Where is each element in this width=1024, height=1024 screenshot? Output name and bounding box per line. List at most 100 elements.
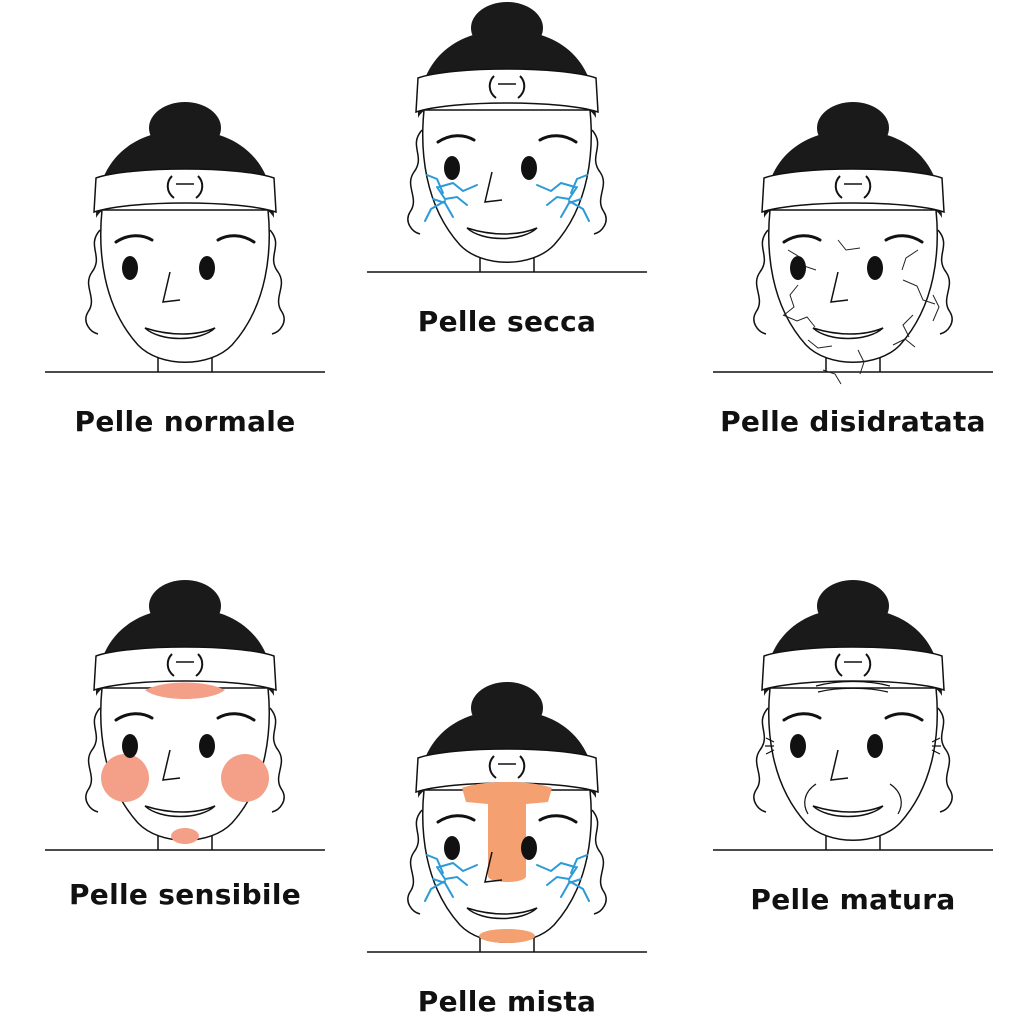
- panel-dehydrated: Pelle disidratata: [688, 100, 1018, 440]
- left-cheek-cracks-line: [438, 861, 478, 873]
- laurel-logo: [488, 755, 526, 779]
- left-eyebrow: [436, 814, 476, 824]
- headband: [93, 646, 277, 692]
- fine-crack-line: [822, 369, 842, 385]
- face-mature: [713, 580, 993, 851]
- hair-bun: [149, 580, 221, 632]
- right-eyebrow: [538, 134, 578, 144]
- fine-crack-line: [807, 339, 833, 349]
- left-curl: [753, 229, 769, 335]
- laurel-wreath-icon: [834, 175, 872, 199]
- right-smile-line: [889, 783, 902, 815]
- right-cheek-cracks-line: [568, 200, 590, 222]
- fine-crack-line: [857, 349, 865, 375]
- face-dry-illustration: [367, 2, 647, 273]
- face-combination: [367, 682, 647, 953]
- chin-redness: [479, 929, 535, 943]
- face-dry: [367, 2, 647, 273]
- right-cheek-cracks-line: [560, 198, 582, 218]
- face-dehydrated: [713, 102, 993, 385]
- left-cheek-cracks: [424, 854, 478, 902]
- t-zone: [462, 782, 552, 882]
- right-curl: [269, 229, 285, 335]
- headband: [415, 748, 599, 794]
- fine-crack-line: [901, 249, 919, 271]
- label-normal: Pelle normale: [74, 405, 296, 438]
- left-eyebrow: [114, 234, 154, 244]
- left-cheek-cracks: [424, 174, 478, 222]
- laurel-wreath-icon: [166, 175, 204, 199]
- right-cheek-cracks-line: [546, 866, 578, 886]
- right-curl: [937, 707, 953, 813]
- right-curl: [591, 809, 607, 915]
- right-eyebrow: [884, 712, 924, 722]
- nose: [162, 749, 181, 781]
- right-cheek-cracks-line: [536, 181, 576, 193]
- left-cheek-cracks-line: [424, 200, 446, 222]
- fine-crack-line: [932, 294, 940, 322]
- label-dehydrated: Pelle disidratata: [720, 405, 986, 438]
- left-cheek-cracks-line: [432, 198, 454, 218]
- nose: [162, 271, 181, 303]
- right-eyebrow: [884, 234, 924, 244]
- fine-crack-line: [902, 314, 914, 338]
- face-dehydrated-illustration: [713, 102, 993, 385]
- forehead-wrinkle: [815, 680, 891, 687]
- fine-crack-line: [902, 279, 936, 305]
- left-eyebrow: [782, 712, 822, 722]
- right-eye: [867, 734, 883, 758]
- right-cheek-cracks-line: [546, 186, 578, 206]
- panel-mature: Pelle matura: [688, 578, 1018, 918]
- laurel-logo: [166, 175, 204, 199]
- left-curl: [407, 809, 423, 915]
- right-eye: [521, 836, 537, 860]
- hair-bun: [817, 580, 889, 632]
- face-normal: [45, 102, 325, 373]
- laurel-logo: [834, 653, 872, 677]
- left-cheek-cracks-line: [424, 880, 446, 902]
- right-eyebrow: [538, 814, 578, 824]
- mouth: [466, 907, 538, 920]
- headband: [93, 168, 277, 214]
- right-eyebrow: [216, 712, 256, 722]
- laurel-logo: [834, 175, 872, 199]
- mouth: [144, 327, 216, 340]
- fine-crack-line: [782, 314, 816, 328]
- right-curl: [937, 229, 953, 335]
- mouth: [144, 805, 216, 818]
- face-outline: [100, 209, 270, 363]
- mouth: [466, 227, 538, 240]
- right-cheek-cracks-line: [536, 861, 576, 873]
- face-sensitive: [45, 580, 325, 851]
- mouth: [812, 327, 884, 340]
- headband: [761, 646, 945, 692]
- left-eye: [790, 256, 806, 280]
- left-cheek-cracks-line: [438, 181, 478, 193]
- right-eye: [199, 256, 215, 280]
- right-eye: [867, 256, 883, 280]
- wrinkles: [765, 680, 941, 815]
- left-eye: [122, 734, 138, 758]
- left-eyebrow: [436, 134, 476, 144]
- fine-crack-line: [837, 239, 861, 251]
- right-eye: [199, 734, 215, 758]
- fine-crack-line: [892, 338, 916, 348]
- laurel-wreath-icon: [834, 653, 872, 677]
- hair-bun: [471, 682, 543, 734]
- left-curl: [407, 129, 423, 235]
- label-combination: Pelle mista: [417, 985, 597, 1018]
- label-mature: Pelle matura: [750, 883, 956, 916]
- left-curl: [753, 707, 769, 813]
- laurel-wreath-icon: [488, 755, 526, 779]
- right-curl: [591, 129, 607, 235]
- left-cheek-cracks-line: [436, 186, 468, 206]
- nose: [830, 271, 849, 303]
- panel-combination: Pelle mista: [342, 680, 672, 1024]
- label-sensitive: Pelle sensibile: [68, 878, 302, 911]
- panel-normal: Pelle normale: [20, 100, 350, 440]
- right-eye: [521, 156, 537, 180]
- right-cheek-cracks-line: [560, 878, 582, 898]
- laurel-logo: [488, 75, 526, 99]
- headband: [415, 68, 599, 114]
- label-dry: Pelle secca: [417, 305, 597, 338]
